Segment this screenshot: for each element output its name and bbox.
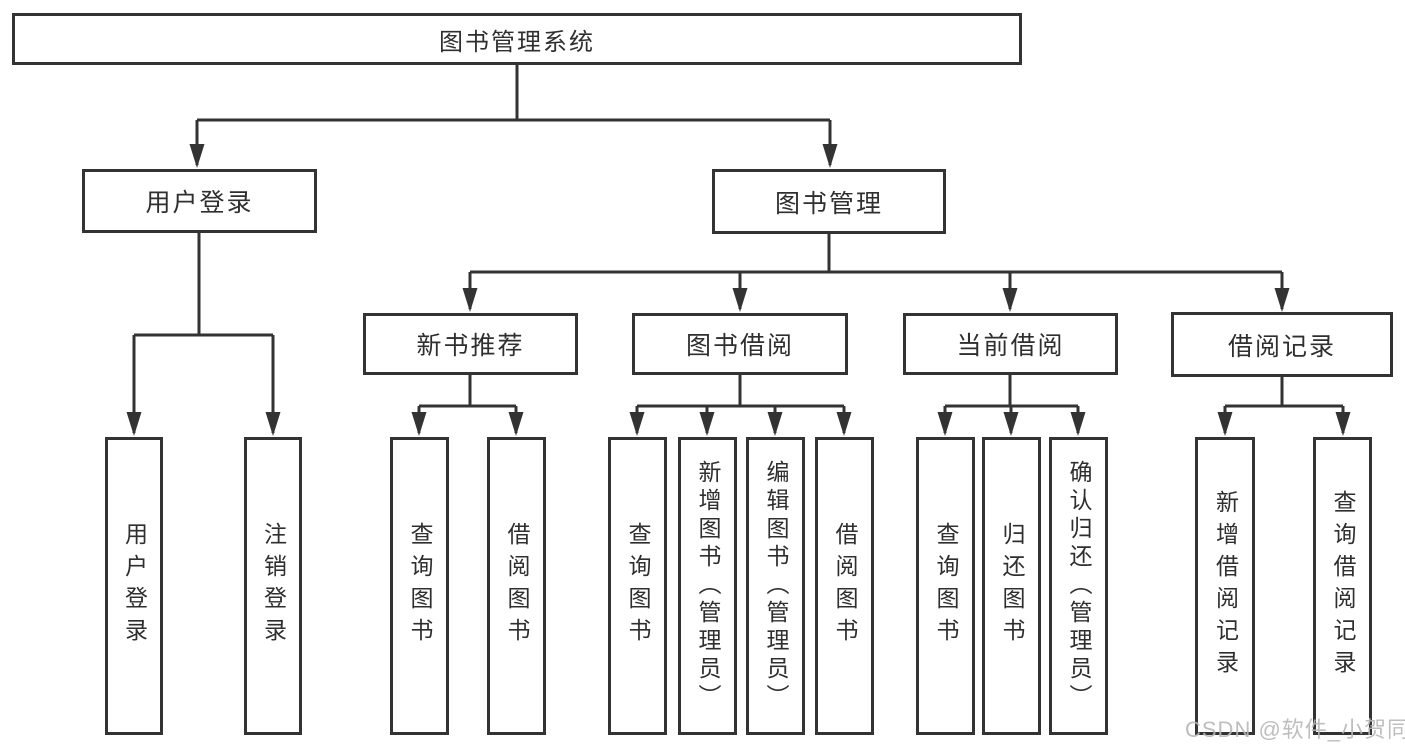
node-book-borrowing: 图书借阅 bbox=[632, 313, 848, 375]
node-book-management-label: 图书管理 bbox=[774, 189, 883, 218]
leaf-add-borrow-record: 新增借阅记录 bbox=[1195, 437, 1255, 735]
leaf-query-books-label: 查询图书 bbox=[625, 522, 651, 650]
leaf-borrow-books-label: 借阅图书 bbox=[504, 522, 530, 650]
node-new-book-recommendation: 新书推荐 bbox=[363, 313, 578, 375]
connector-book-management-children bbox=[462, 234, 1290, 312]
leaf-query-books-label: 查询图书 bbox=[933, 522, 959, 650]
leaf-logout-label: 注销登录 bbox=[260, 522, 287, 650]
leaf-query-books-label: 查询图书 bbox=[407, 522, 433, 650]
node-borrowing-records: 借阅记录 bbox=[1171, 312, 1393, 377]
csdn-watermark: CSDN @软件_小贺同学 bbox=[1185, 717, 1405, 742]
leaf-query-borrow-record-label: 查询借阅记录 bbox=[1330, 490, 1356, 682]
leaf-confirm-return-admin-label: 确认归还（管理员） bbox=[1066, 460, 1092, 712]
node-book-management: 图书管理 bbox=[712, 169, 946, 234]
leaf-logout: 注销登录 bbox=[244, 437, 302, 735]
leaf-borrow-books-label: 借阅图书 bbox=[832, 522, 858, 650]
leaf-edit-books-admin-label: 编辑图书（管理员） bbox=[763, 460, 789, 712]
connector-book-borrowing-children bbox=[629, 375, 852, 436]
leaf-query-borrow-record: 查询借阅记录 bbox=[1313, 437, 1372, 735]
node-user-login-label: 用户登录 bbox=[145, 189, 254, 217]
leaf-query-books: 查询图书 bbox=[916, 437, 975, 735]
leaf-return-books: 归还图书 bbox=[982, 437, 1041, 735]
node-book-borrowing-label: 图书借阅 bbox=[685, 332, 794, 360]
leaf-add-borrow-record-label: 新增借阅记录 bbox=[1212, 490, 1239, 682]
node-current-borrowing: 当前借阅 bbox=[903, 313, 1118, 375]
leaf-user-login-label: 用户登录 bbox=[121, 522, 148, 650]
node-user-login: 用户登录 bbox=[82, 169, 317, 233]
leaf-return-books-label: 归还图书 bbox=[999, 522, 1025, 650]
leaf-query-books: 查询图书 bbox=[390, 437, 449, 735]
leaf-user-login: 用户登录 bbox=[105, 437, 163, 735]
leaf-confirm-return-admin: 确认归还（管理员） bbox=[1049, 437, 1108, 735]
leaf-borrow-books: 借阅图书 bbox=[487, 437, 546, 735]
node-root-label: 图书管理系统 bbox=[439, 28, 595, 56]
connector-current-borrowing-children bbox=[937, 375, 1086, 436]
connector-root-to-level1 bbox=[189, 65, 838, 168]
node-root-system: 图书管理系统 bbox=[12, 13, 1022, 65]
leaf-add-books-admin-label: 新增图书（管理员） bbox=[695, 460, 721, 712]
leaf-borrow-books: 借阅图书 bbox=[815, 437, 874, 735]
leaf-query-books: 查询图书 bbox=[608, 437, 667, 735]
leaf-add-books-admin: 新增图书（管理员） bbox=[678, 437, 737, 735]
connector-borrowing-records-children bbox=[1217, 377, 1351, 436]
leaf-edit-books-admin: 编辑图书（管理员） bbox=[746, 437, 805, 735]
connector-new-book-children bbox=[411, 375, 524, 436]
node-current-borrowing-label: 当前借阅 bbox=[956, 332, 1065, 360]
connector-user-login-children bbox=[126, 233, 281, 436]
node-new-book-recommendation-label: 新书推荐 bbox=[416, 332, 525, 360]
node-borrowing-records-label: 借阅记录 bbox=[1227, 332, 1336, 361]
